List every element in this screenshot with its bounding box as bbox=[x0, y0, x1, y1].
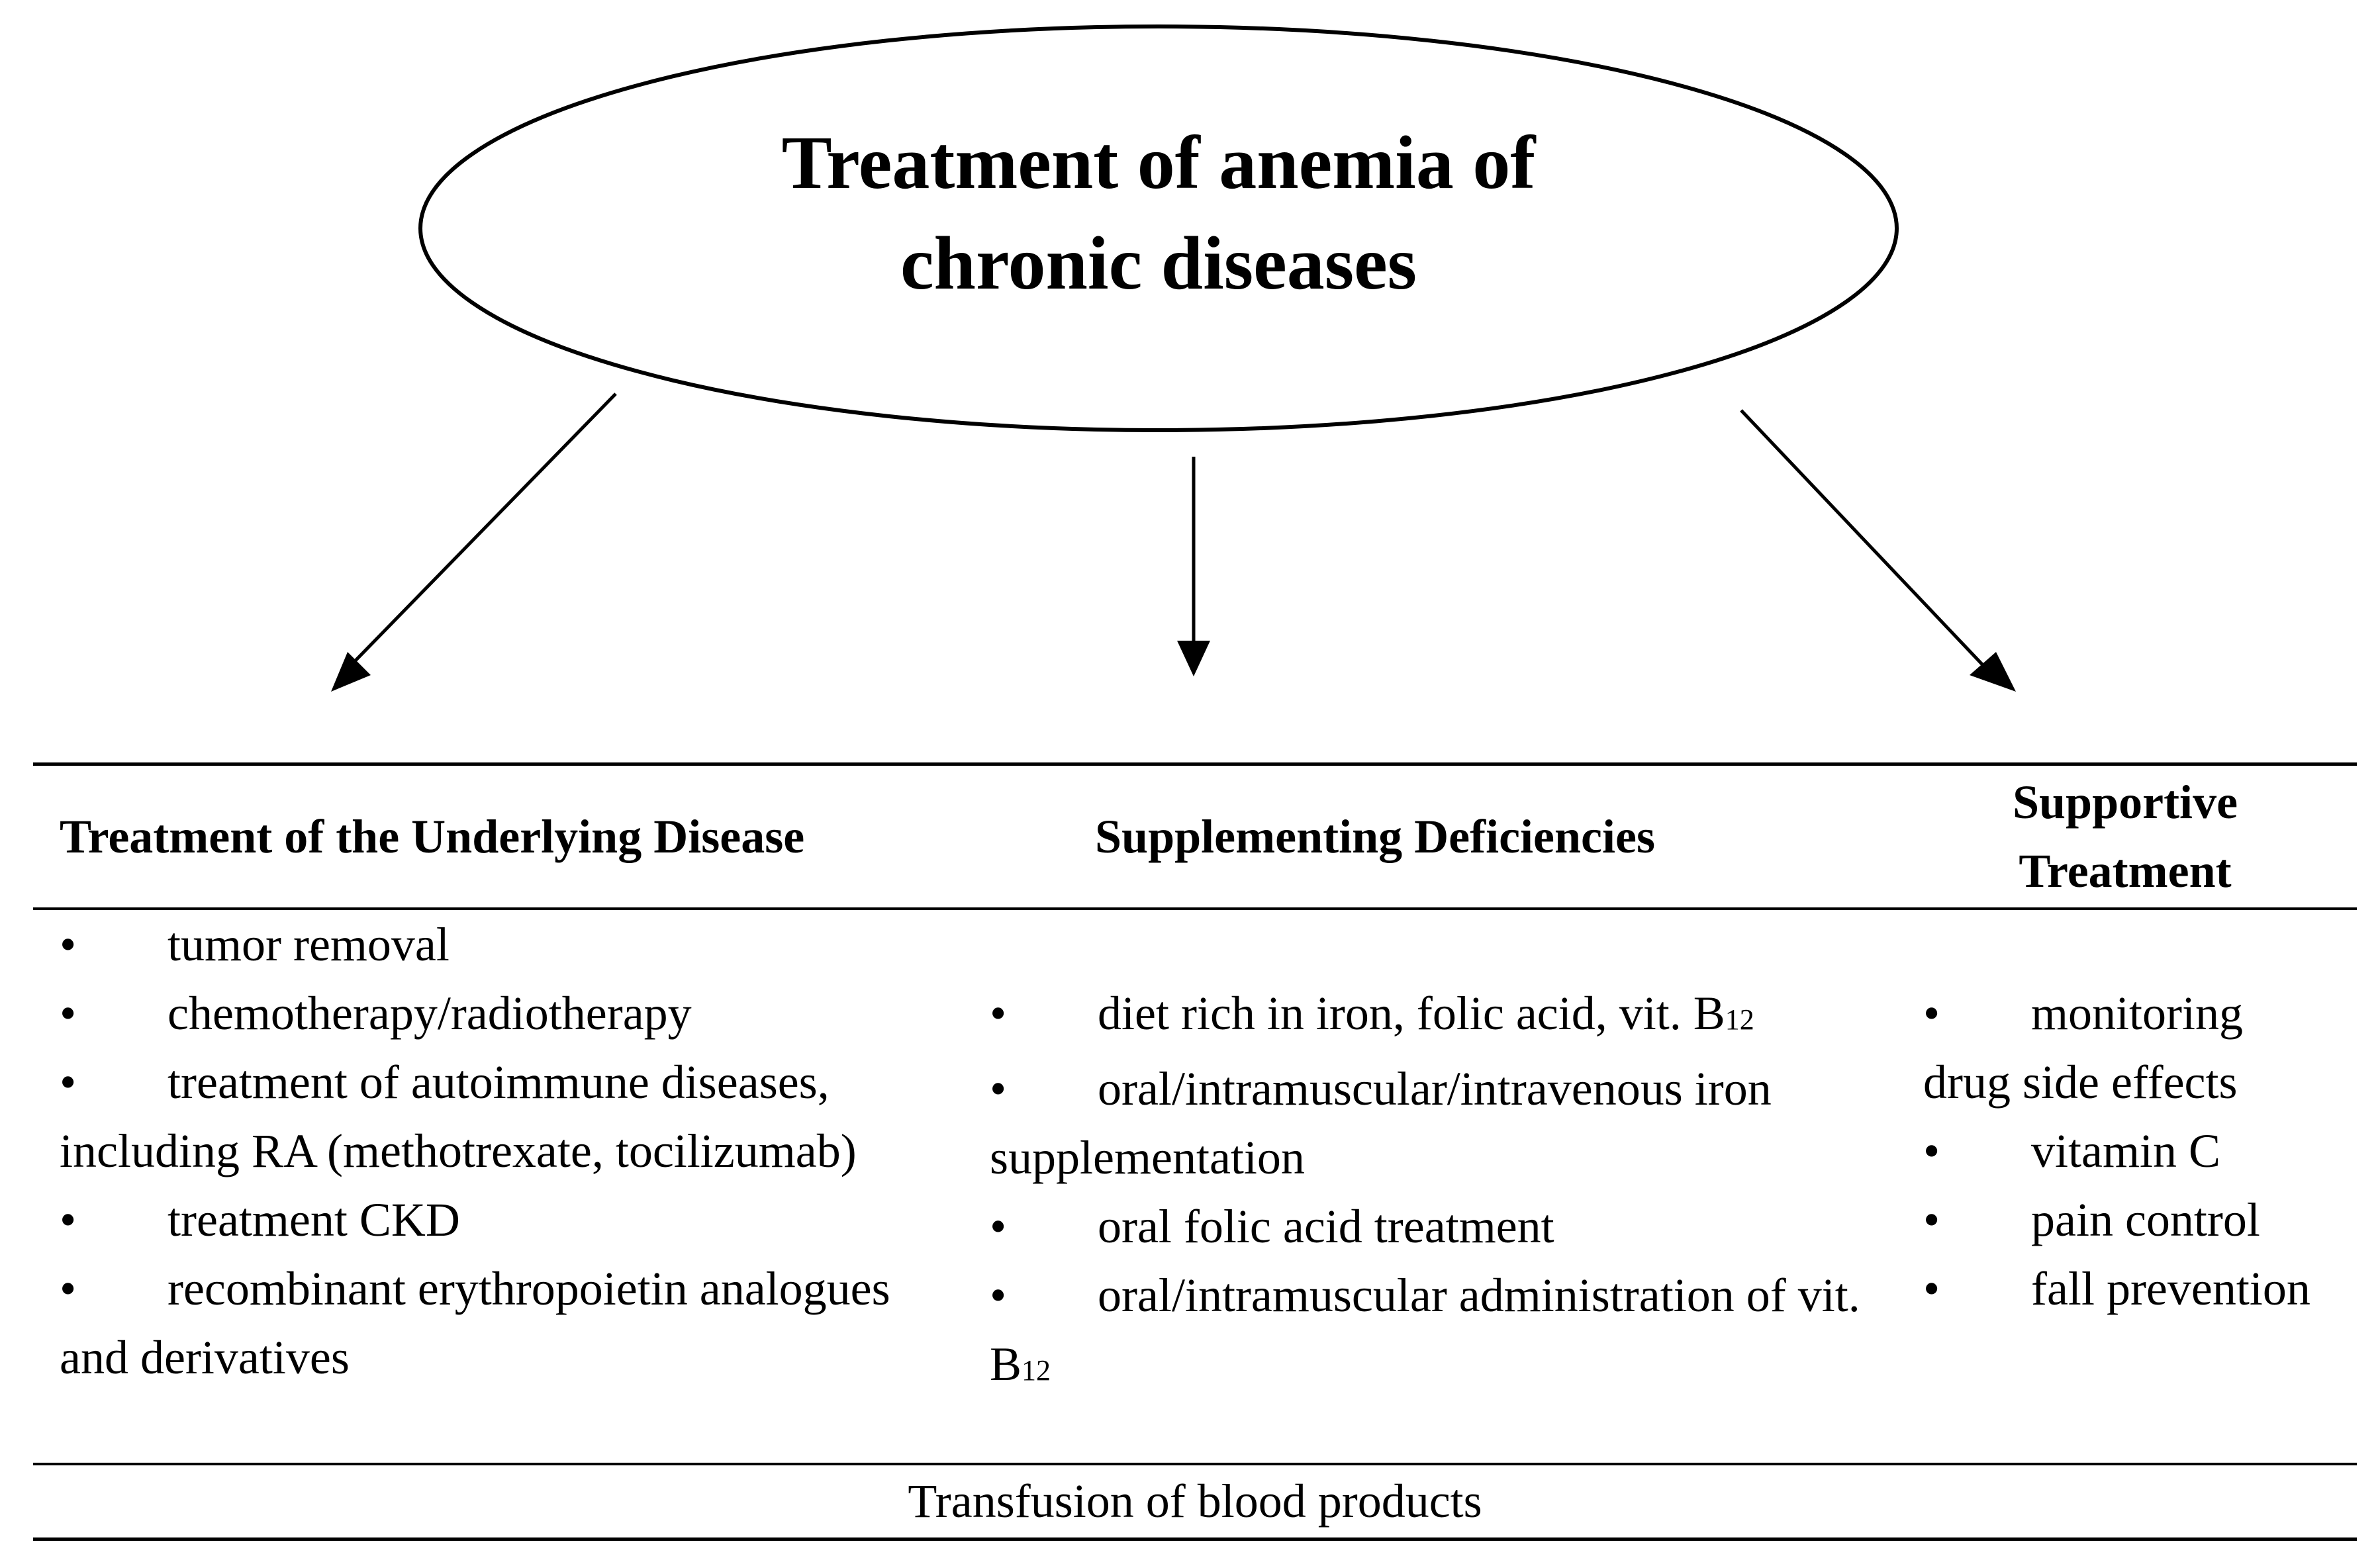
list-item: •oral/intramuscular administration of vi… bbox=[990, 1261, 1890, 1405]
column-supportive: •monitoring drug side effects •vitamin C… bbox=[1923, 979, 2320, 1323]
item-text: treatment CKD bbox=[167, 1193, 460, 1246]
arrow-center bbox=[1177, 457, 1210, 676]
table-header-rule bbox=[33, 907, 2357, 910]
item-text: oral folic acid treatment bbox=[1098, 1200, 1554, 1253]
item-text: monitoring drug side effects bbox=[1923, 987, 2243, 1109]
item-text: chemotherapy/radiotherapy bbox=[167, 987, 692, 1040]
column-header-supportive: Supportive Treatment bbox=[1920, 768, 2330, 905]
bullet: • bbox=[990, 1062, 1007, 1115]
bullet: • bbox=[1923, 987, 1940, 1040]
header-line-2: Treatment bbox=[2019, 845, 2232, 897]
column-header-supplementing: Supplementing Deficiencies bbox=[1095, 810, 1655, 863]
bullet: • bbox=[990, 987, 1007, 1040]
bullet: • bbox=[990, 1200, 1007, 1253]
table-body-rule bbox=[33, 1463, 2357, 1465]
item-text: recombinant erythropoietin analogues and… bbox=[60, 1262, 890, 1384]
list-item: • pain control bbox=[1923, 1185, 2320, 1254]
item-text: fall prevention bbox=[2031, 1262, 2310, 1315]
column-supplementing: • diet rich in iron, folic acid, vit. B12… bbox=[990, 979, 1890, 1405]
bullet: • bbox=[60, 1056, 77, 1109]
item-text: oral/intramuscular/intravenous iron supp… bbox=[990, 1062, 1772, 1184]
item-text: diet rich in iron, folic acid, vit. B12 bbox=[1098, 987, 1754, 1040]
arrow-right bbox=[1740, 409, 2016, 692]
table-bottom-rule bbox=[33, 1537, 2357, 1541]
list-item: • diet rich in iron, folic acid, vit. B12 bbox=[990, 979, 1890, 1054]
bullet: • bbox=[1923, 1124, 1940, 1177]
list-item: •oral/intramuscular/intravenous iron sup… bbox=[990, 1054, 1890, 1192]
title-line-2: chronic diseases bbox=[900, 221, 1417, 305]
list-item: • tumor removal bbox=[60, 910, 967, 979]
bullet: • bbox=[60, 1262, 77, 1315]
list-item: • chemotherapy/radiotherapy bbox=[60, 979, 967, 1048]
bullet: • bbox=[60, 1193, 77, 1246]
subscript-12: 12 bbox=[1022, 1354, 1051, 1387]
bullet: • bbox=[990, 1269, 1007, 1322]
table-top-rule bbox=[33, 762, 2357, 766]
column-underlying-disease: • tumor removal • chemotherapy/radiotherap… bbox=[60, 910, 967, 1392]
footer-transfusion: Transfusion of blood products bbox=[908, 1475, 1482, 1528]
bullet: • bbox=[60, 987, 77, 1040]
subscript-12: 12 bbox=[1725, 1003, 1754, 1036]
list-item: • oral folic acid treatment bbox=[990, 1192, 1890, 1261]
list-item: • fall prevention bbox=[1923, 1254, 2320, 1323]
list-item: •monitoring drug side effects bbox=[1923, 979, 2320, 1117]
list-item: •recombinant erythropoietin analogues an… bbox=[60, 1254, 967, 1392]
arrow-left bbox=[331, 392, 617, 692]
bullet: • bbox=[1923, 1193, 1940, 1246]
item-text: treatment of autoimmune diseases, includ… bbox=[60, 1056, 857, 1177]
item-text: pain control bbox=[2031, 1193, 2260, 1246]
list-item: •treatment of autoimmune diseases, inclu… bbox=[60, 1048, 967, 1185]
diagram-title: Treatment of anemia of chronic diseases bbox=[417, 113, 1900, 314]
bullet: • bbox=[60, 918, 77, 971]
item-text: tumor removal bbox=[167, 918, 450, 971]
header-line-1: Supportive bbox=[2012, 776, 2238, 829]
item-text: vitamin C bbox=[2031, 1124, 2220, 1177]
list-item: • vitamin C bbox=[1923, 1117, 2320, 1185]
bullet: • bbox=[1923, 1262, 1940, 1315]
column-header-underlying-disease: Treatment of the Underlying Disease bbox=[60, 810, 805, 863]
item-text: oral/intramuscular administration of vit… bbox=[990, 1269, 1860, 1391]
list-item: • treatment CKD bbox=[60, 1185, 967, 1254]
title-line-1: Treatment of anemia of bbox=[781, 120, 1536, 205]
title-ellipse bbox=[418, 24, 1899, 432]
